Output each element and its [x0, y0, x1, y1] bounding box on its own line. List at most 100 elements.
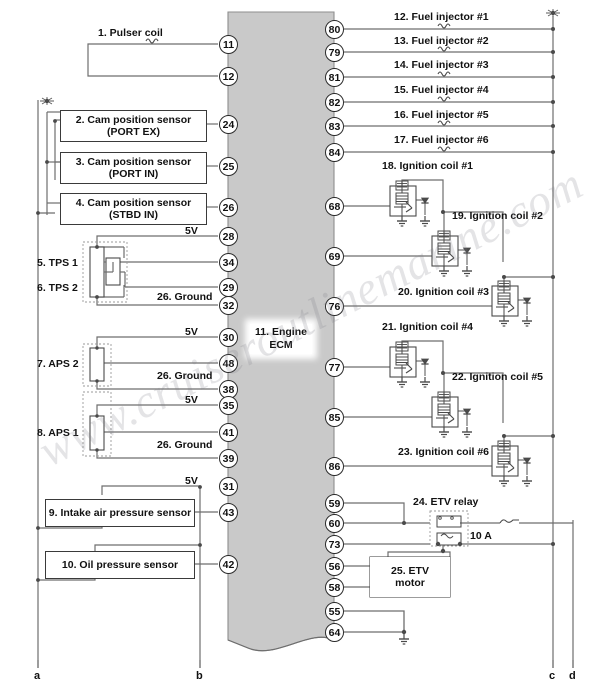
junction-dot: [551, 275, 555, 279]
pin-86[interactable]: 86: [325, 457, 344, 476]
ignition-coil-4-symbol: [389, 341, 417, 378]
pin-43[interactable]: 43: [219, 503, 238, 522]
pin-34[interactable]: 34: [219, 253, 238, 272]
junction-dot: [502, 434, 506, 438]
pin-84[interactable]: 84: [325, 143, 344, 162]
supply-label-aps1: 5V: [185, 394, 198, 406]
ignition-coil-5-symbol: [431, 391, 459, 428]
right-bus-lines: [552, 16, 574, 668]
pin-58[interactable]: 58: [325, 578, 344, 597]
component-box-intake-air-pressure-sensor: 9. Intake air pressure sensor: [45, 499, 195, 527]
pin-41[interactable]: 41: [219, 423, 238, 442]
etv-motor-line2: motor: [395, 577, 425, 589]
ecm-ground-symbol: [398, 633, 410, 645]
supply-label-intake-air: 5V: [185, 475, 198, 487]
pin-82[interactable]: 82: [325, 93, 344, 112]
engine-ecm-label-line2: ECM: [269, 339, 293, 351]
component-label-fuel-injector-3: 14. Fuel injector #3: [394, 59, 489, 71]
supply-star-left: [39, 96, 55, 106]
terminal-label-b: b: [196, 670, 203, 682]
oil-pressure-dots: [36, 543, 202, 582]
pin-76[interactable]: 76: [325, 297, 344, 316]
aps2-group-wiring: [82, 336, 218, 390]
aps2-dots: [95, 346, 99, 383]
pin-68[interactable]: 68: [325, 197, 344, 216]
pin-69[interactable]: 69: [325, 247, 344, 266]
pin-32[interactable]: 32: [219, 296, 238, 315]
ignition-coil-4-wiring: [344, 340, 444, 376]
pin-42[interactable]: 42: [219, 555, 238, 574]
pin-80[interactable]: 80: [325, 20, 344, 39]
terminal-label-d: d: [569, 670, 576, 682]
ground-label-aps1: 26. Ground: [157, 439, 213, 451]
cam-sensor-port-ex-line1: 2. Cam position sensor: [75, 113, 192, 126]
pin-25[interactable]: 25: [219, 157, 238, 176]
junction-dot: [551, 434, 555, 438]
component-label-fuel-injector-5: 16. Fuel injector #5: [394, 109, 489, 121]
pin-35[interactable]: 35: [219, 396, 238, 415]
pin-64[interactable]: 64: [325, 623, 344, 642]
engine-ecm-label: 11. Engine ECM: [250, 324, 312, 354]
pin-59[interactable]: 59: [325, 494, 344, 513]
pin-73[interactable]: 73: [325, 535, 344, 554]
pin-56[interactable]: 56: [325, 557, 344, 576]
left-bus-lines: [37, 100, 201, 668]
component-label-ignition-coil-5: 22. Ignition coil #5: [452, 371, 544, 383]
component-box-cam-sensor-port-in: 3. Cam position sensor (PORT IN): [60, 152, 207, 184]
component-box-cam-sensor-stbd-in: 4. Cam position sensor (STBD IN): [60, 193, 207, 225]
component-label-fuel-injector-1: 12. Fuel injector #1: [394, 11, 489, 23]
supply-label-tps: 5V: [185, 225, 198, 237]
component-label-aps2: 7. APS 2: [37, 358, 79, 370]
cam-sensor-port-in-line1: 3. Cam position sensor: [75, 155, 192, 168]
pin-77[interactable]: 77: [325, 358, 344, 377]
ignition-coil-1-wiring: [344, 179, 444, 215]
tps-group-wiring: [82, 235, 218, 306]
component-label-fuel-injector-4: 15. Fuel injector #4: [394, 84, 489, 96]
pin-24[interactable]: 24: [219, 115, 238, 134]
etv-relay-contact-dots: [402, 516, 555, 554]
ignition-coil-1-symbol: [389, 180, 417, 217]
supply-star-right: [545, 8, 561, 18]
supply-label-aps2: 5V: [185, 326, 198, 338]
terminal-label-c: c: [549, 670, 556, 682]
component-box-cam-sensor-port-ex: 2. Cam position sensor (PORT EX): [60, 110, 207, 142]
cam-sensor-port-ex-line2: (PORT EX): [106, 126, 161, 138]
fuel-injector-bus-dots: [551, 27, 555, 154]
pin-83[interactable]: 83: [325, 117, 344, 136]
component-label-ignition-coil-2: 19. Ignition coil #2: [452, 210, 544, 222]
pin-55[interactable]: 55: [325, 602, 344, 621]
terminal-label-a: a: [34, 670, 41, 682]
pin-60[interactable]: 60: [325, 514, 344, 533]
terminal-ticks: [37, 660, 574, 668]
cam-sensor-port-in-line2: (PORT IN): [108, 168, 159, 180]
intake-air-dots: [36, 485, 202, 530]
component-label-etv-relay: 24. ETV relay: [413, 496, 479, 508]
ignition-coil-2-symbol: [431, 230, 459, 267]
component-label-ignition-coil-3: 20. Ignition coil #3: [398, 286, 490, 298]
pin-85[interactable]: 85: [325, 408, 344, 427]
pin-26[interactable]: 26: [219, 198, 238, 217]
ground-label-tps: 26. Ground: [157, 291, 213, 303]
junction-dot: [502, 275, 506, 279]
pin-81[interactable]: 81: [325, 68, 344, 87]
component-label-aps1: 8. APS 1: [37, 427, 79, 439]
pin-79[interactable]: 79: [325, 43, 344, 62]
pin-39[interactable]: 39: [219, 449, 238, 468]
pin-11[interactable]: 11: [219, 35, 238, 54]
pin-29[interactable]: 29: [219, 278, 238, 297]
pin-31[interactable]: 31: [219, 477, 238, 496]
engine-ecm-label-line1: 11. Engine: [255, 326, 307, 338]
fuel-injector-wires: [344, 28, 553, 153]
component-label-ignition-coil-1: 18. Ignition coil #1: [382, 160, 474, 172]
pin-12[interactable]: 12: [219, 67, 238, 86]
component-label-fuel-injector-2: 13. Fuel injector #2: [394, 35, 489, 47]
pulser-coil-wiring: [87, 43, 218, 77]
component-box-oil-pressure-sensor: 10. Oil pressure sensor: [45, 551, 195, 579]
component-label-tps2: 6. TPS 2: [37, 282, 78, 294]
pin-28[interactable]: 28: [219, 227, 238, 246]
pin-48[interactable]: 48: [219, 354, 238, 373]
pulser-coil-symbol: [145, 38, 159, 44]
component-label-fuel-injector-6: 17. Fuel injector #6: [394, 134, 489, 146]
pin-30[interactable]: 30: [219, 328, 238, 347]
